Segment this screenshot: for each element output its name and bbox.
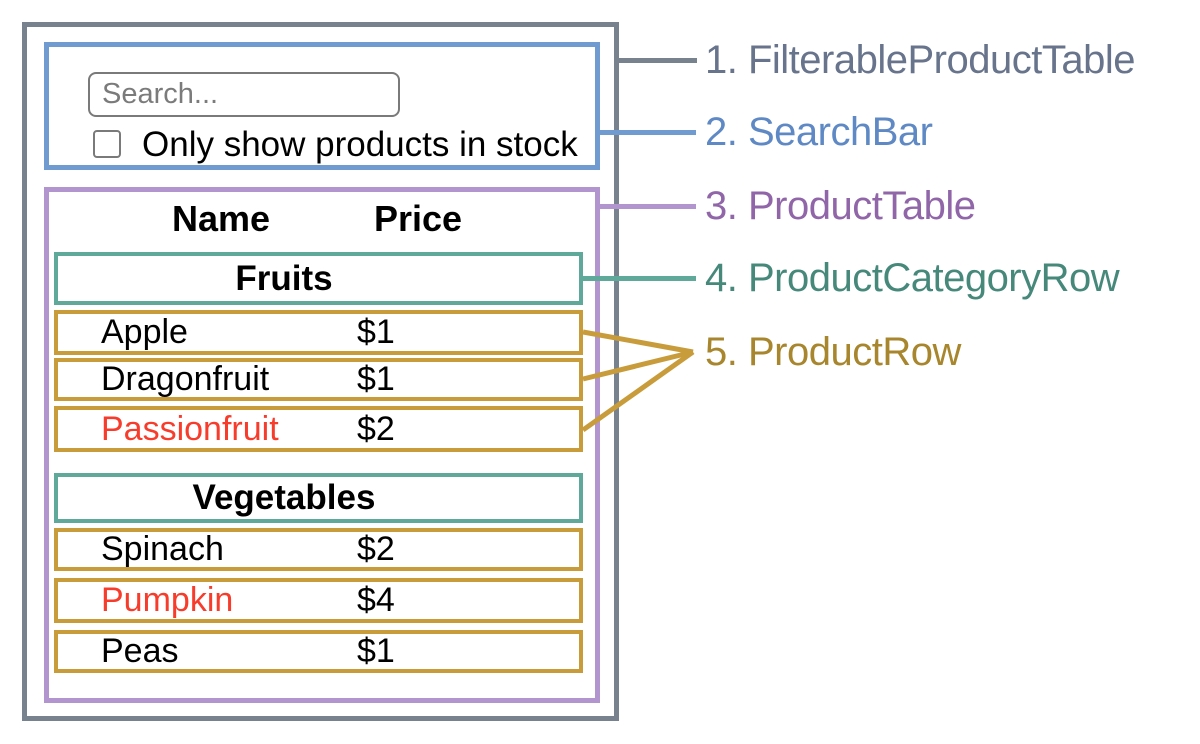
product-price: $2 xyxy=(357,409,395,448)
product-name: Peas xyxy=(101,632,179,670)
label-product-row: 5. ProductRow xyxy=(705,330,961,374)
search-bar-box xyxy=(44,42,600,170)
connector-search-bar xyxy=(600,130,696,135)
product-row-peas: Peas $1 xyxy=(54,630,583,673)
product-row-dragonfruit: Dragonfruit $1 xyxy=(54,358,583,401)
product-row-spinach: Spinach $2 xyxy=(54,528,583,571)
product-name: Dragonfruit xyxy=(101,360,270,398)
label-product-table: 3. ProductTable xyxy=(705,184,976,228)
label-product-category-row: 4. ProductCategoryRow xyxy=(705,256,1120,300)
product-row-apple: Apple $1 xyxy=(54,310,583,355)
category-row-vegetables: Vegetables xyxy=(54,473,583,523)
category-title: Fruits xyxy=(235,258,333,298)
product-name: Spinach xyxy=(101,530,224,568)
category-row-fruits: Fruits xyxy=(54,252,583,305)
connector-product-table xyxy=(600,204,696,209)
in-stock-checkbox-label: Only show products in stock xyxy=(142,125,578,164)
search-input[interactable] xyxy=(88,72,400,117)
label-filterable-product-table: 1. FilterableProductTable xyxy=(705,38,1135,82)
product-price: $4 xyxy=(357,581,395,619)
column-header-price: Price xyxy=(373,198,463,239)
product-name-out-of-stock: Pumpkin xyxy=(101,581,234,619)
product-price: $1 xyxy=(357,313,395,351)
in-stock-checkbox[interactable] xyxy=(93,130,121,158)
label-search-bar: 2. SearchBar xyxy=(705,110,933,154)
product-price: $2 xyxy=(357,530,395,568)
product-row-pumpkin: Pumpkin $4 xyxy=(54,578,583,623)
product-price: $1 xyxy=(357,632,395,670)
connector-filterable-product-table xyxy=(619,58,697,63)
column-header-name: Name xyxy=(171,198,271,239)
connector-product-category-row xyxy=(583,276,696,281)
product-price: $1 xyxy=(357,360,395,398)
product-name-out-of-stock: Passionfruit xyxy=(101,409,279,448)
category-title: Vegetables xyxy=(192,478,376,517)
product-name: Apple xyxy=(101,313,188,351)
product-row-passionfruit: Passionfruit $2 xyxy=(54,406,583,452)
product-table-box xyxy=(44,187,600,703)
